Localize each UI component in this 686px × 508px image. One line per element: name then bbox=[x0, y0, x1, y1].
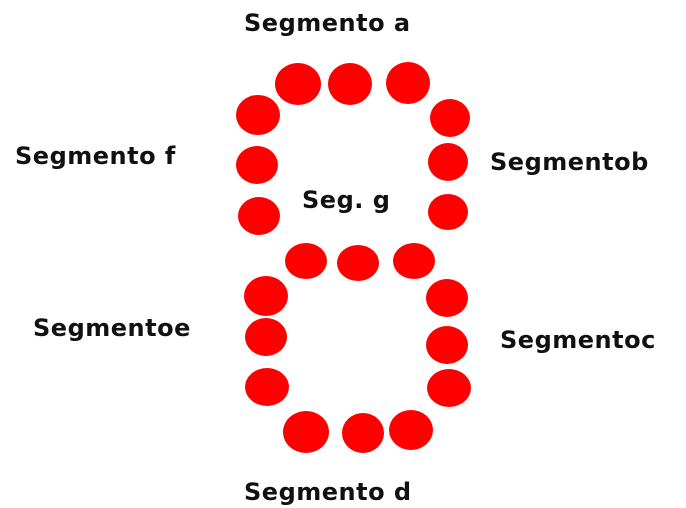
label-segment-d: Segmento d bbox=[244, 478, 412, 506]
segment-c-dot-3 bbox=[427, 369, 471, 407]
segment-e-dot-3 bbox=[245, 368, 289, 406]
segment-b-dot-3 bbox=[428, 194, 468, 230]
label-segment-b: Segmentob bbox=[490, 148, 649, 176]
segment-g-dot-2 bbox=[337, 245, 379, 281]
label-segment-e: Segmentoe bbox=[33, 314, 191, 342]
segment-e-dot-2 bbox=[245, 318, 287, 356]
segment-d-dot-2 bbox=[342, 413, 384, 453]
segment-f-dot-1 bbox=[236, 95, 280, 135]
segment-g-dot-1 bbox=[285, 243, 327, 279]
segment-d-dot-1 bbox=[283, 411, 329, 453]
segment-b-dot-1 bbox=[430, 99, 470, 137]
segment-c-dot-2 bbox=[426, 326, 468, 364]
segment-a-dot-1 bbox=[275, 63, 321, 105]
segment-d-dot-3 bbox=[389, 410, 433, 450]
segment-b-dot-2 bbox=[428, 143, 468, 181]
segment-a-dot-3 bbox=[386, 62, 430, 104]
segment-f-dot-2 bbox=[236, 146, 278, 184]
segment-g-dot-3 bbox=[393, 243, 435, 279]
label-segment-a: Segmento a bbox=[244, 9, 411, 37]
label-segment-g: Seg. g bbox=[302, 186, 391, 214]
segment-f-dot-3 bbox=[238, 197, 280, 235]
label-segment-c: Segmentoc bbox=[500, 326, 656, 354]
label-segment-f: Segmento f bbox=[15, 142, 176, 170]
segment-c-dot-1 bbox=[426, 279, 468, 317]
segment-e-dot-1 bbox=[244, 276, 288, 316]
segment-a-dot-2 bbox=[328, 63, 372, 105]
